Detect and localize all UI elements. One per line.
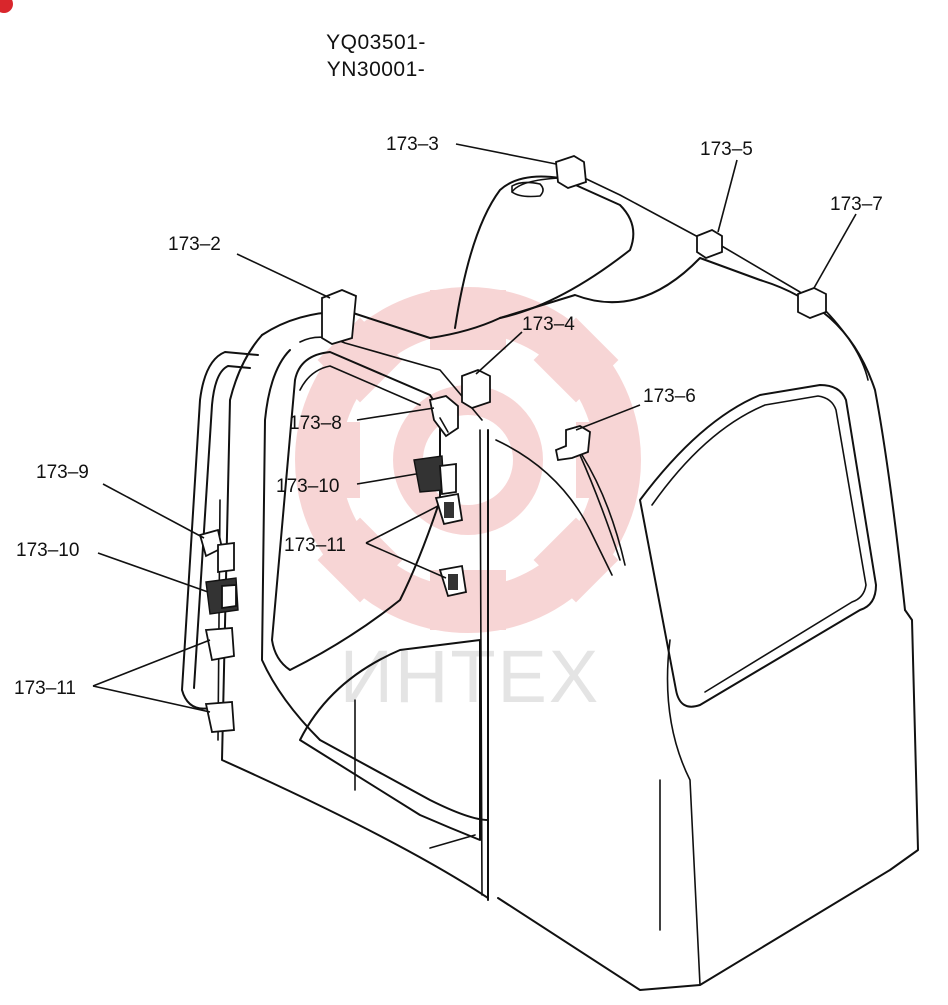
clip-173-11-left-upper[interactable] bbox=[204, 627, 235, 662]
corner-badge-icon bbox=[0, 0, 13, 13]
label-173-10-inner: 173–10 bbox=[276, 476, 339, 497]
clip-173-2[interactable] bbox=[321, 289, 357, 345]
clip-173-3[interactable] bbox=[511, 155, 587, 198]
label-173-6: 173–6 bbox=[643, 386, 696, 407]
label-173-8: 173–8 bbox=[289, 413, 342, 434]
serial-number-2: YN30001- bbox=[327, 58, 426, 81]
label-173-9: 173–9 bbox=[36, 462, 89, 483]
label-173-10-left: 173–10 bbox=[16, 540, 79, 561]
label-173-11-inner: 173–11 bbox=[284, 535, 346, 556]
clip-173-11-inner-upper[interactable] bbox=[434, 492, 464, 526]
watermark-text: ИНТЕХ bbox=[340, 635, 601, 718]
clip-173-6[interactable] bbox=[554, 425, 591, 462]
label-173-7: 173–7 bbox=[830, 194, 883, 215]
clip-173-7[interactable] bbox=[797, 287, 827, 319]
clip-173-11-left-lower[interactable] bbox=[204, 701, 235, 733]
serial-number-1: YQ03501- bbox=[326, 31, 426, 54]
clip-173-5[interactable] bbox=[696, 228, 723, 260]
label-173-4: 173–4 bbox=[522, 314, 575, 335]
leader-lines bbox=[92, 143, 857, 713]
clip-173-8[interactable] bbox=[428, 395, 459, 438]
label-173-2: 173–2 bbox=[168, 234, 221, 255]
clip-173-9[interactable] bbox=[198, 528, 235, 574]
clip-173-4[interactable] bbox=[461, 369, 491, 409]
label-173-11-left: 173–11 bbox=[14, 678, 76, 699]
label-173-5: 173–5 bbox=[700, 139, 753, 160]
callout-labels: 173–3 173–5 173–7 173–2 173–4 173–6 173–… bbox=[14, 134, 883, 699]
clip-173-11-inner-lower[interactable] bbox=[438, 564, 468, 598]
clip-173-10-left[interactable] bbox=[205, 577, 239, 615]
label-173-3: 173–3 bbox=[386, 134, 439, 155]
clip-173-10-inner[interactable] bbox=[413, 455, 457, 496]
